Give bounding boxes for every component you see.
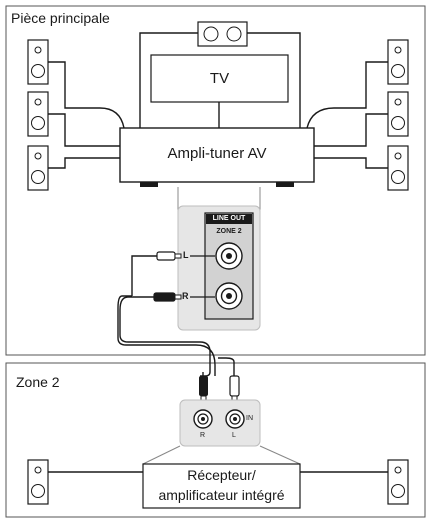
tv-box: [150, 54, 289, 103]
line-out-panel: [177, 205, 261, 331]
main-room-wires: [48, 32, 388, 169]
line-out-jack-left: [215, 242, 243, 270]
av-receiver-label: Ampli-tuner AV: [167, 145, 267, 162]
speaker-left-surround: [27, 91, 49, 137]
zone2-receiver-label-line2: amplificateur intégré: [158, 487, 285, 503]
main-room-frame: [5, 5, 426, 356]
rca-plug-right: [153, 292, 182, 302]
zone2-input-in-label: IN: [246, 415, 253, 422]
speaker-right-back: [387, 145, 409, 191]
av-receiver-box: [119, 127, 315, 187]
speaker-right-front: [387, 39, 409, 85]
speaker-zone2-right: [387, 459, 409, 505]
rca-plug-zone2-right: [199, 376, 208, 402]
speaker-center: [197, 21, 248, 47]
speaker-zone2-left: [27, 459, 49, 505]
line-out-zone2-label: ZONE 2: [216, 228, 242, 235]
line-out-header: LINE OUT: [212, 215, 246, 222]
rca-plug-zone2-left: [229, 375, 240, 402]
zone2-receiver-label-line1: Récepteur/: [187, 467, 256, 483]
zone2-input-panel: [179, 399, 261, 447]
speaker-right-surround: [387, 91, 409, 137]
line-out-left-pin-label: L: [183, 250, 189, 260]
rca-cable: [117, 255, 216, 377]
zone2-room-title: Zone 2: [16, 374, 60, 390]
speaker-left-front: [27, 39, 49, 85]
line-out-jack-right: [215, 282, 243, 310]
main-room-title: Pièce principale: [11, 10, 110, 26]
zone2-receiver-box: [142, 463, 301, 509]
zone2-input-l-label: L: [232, 432, 236, 439]
tv-label: TV: [209, 70, 230, 87]
rca-plug-left: [156, 251, 182, 261]
line-out-right-pin-label: R: [182, 291, 189, 301]
zone2-input-r-label: R: [200, 432, 206, 439]
speaker-left-back: [27, 145, 49, 191]
